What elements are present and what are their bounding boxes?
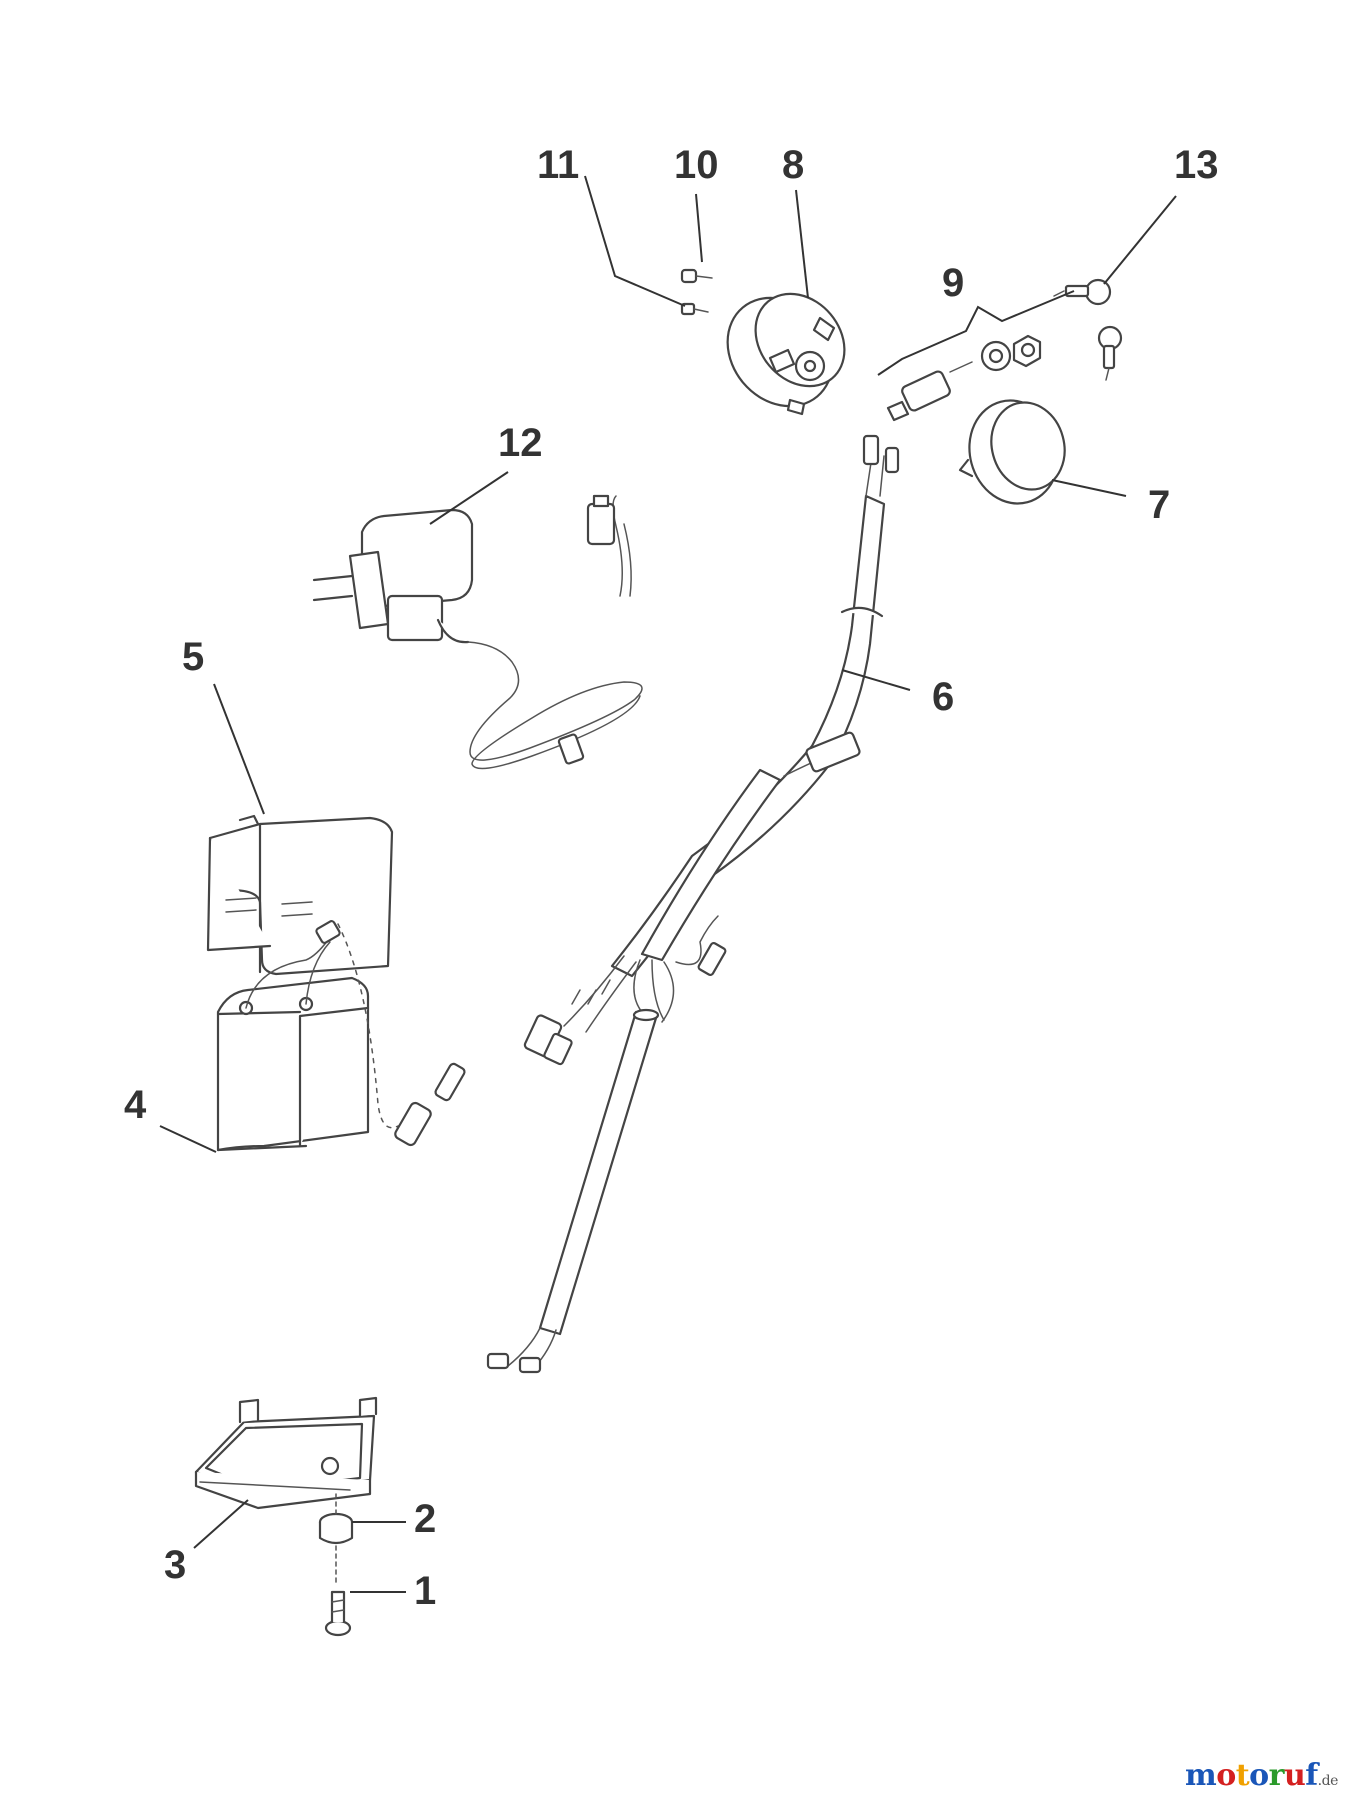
watermark-brand: motoruf bbox=[1185, 1758, 1318, 1793]
label-3: 3 bbox=[164, 1543, 186, 1587]
label-12: 12 bbox=[498, 421, 543, 465]
label-11: 11 bbox=[537, 143, 579, 187]
watermark-letter: u bbox=[1283, 1758, 1306, 1793]
watermark-suffix: .de bbox=[1317, 1773, 1339, 1789]
label-10: 10 bbox=[674, 143, 719, 187]
screw-part-11 bbox=[680, 302, 709, 316]
watermark-logo: motoruf.de bbox=[1185, 1758, 1338, 1793]
label-5: 5 bbox=[182, 635, 204, 679]
charger-part-12 bbox=[312, 494, 643, 770]
label-1: 1 bbox=[414, 1569, 436, 1613]
watermark-letter: r bbox=[1268, 1758, 1285, 1793]
screw-part-10 bbox=[680, 268, 713, 284]
label-6: 6 bbox=[932, 675, 954, 719]
label-2: 2 bbox=[414, 1497, 436, 1541]
switch-housing-part-8 bbox=[726, 292, 846, 416]
battery-tray-part-3 bbox=[194, 1396, 378, 1510]
battery-part-4 bbox=[216, 920, 466, 1152]
label-7: 7 bbox=[1148, 483, 1170, 527]
cap-part-7 bbox=[958, 399, 1066, 505]
spacer-part-2 bbox=[318, 1512, 354, 1545]
watermark-letter: o bbox=[1216, 1758, 1236, 1793]
wiring-harness-part-6 bbox=[486, 434, 900, 1374]
watermark-letter: m bbox=[1185, 1758, 1217, 1793]
watermark-letter: f bbox=[1305, 1758, 1318, 1793]
label-4: 4 bbox=[124, 1083, 147, 1127]
watermark-letter: o bbox=[1249, 1758, 1269, 1793]
battery-cover-part-5 bbox=[206, 814, 394, 976]
keys-part-13 bbox=[1053, 278, 1123, 381]
label-13: 13 bbox=[1174, 143, 1219, 187]
label-8: 8 bbox=[782, 143, 804, 187]
screw-part-1 bbox=[324, 1590, 352, 1637]
key-switch-part-9 bbox=[886, 334, 1042, 422]
watermark-letter: t bbox=[1235, 1758, 1250, 1793]
leader-lines bbox=[159, 175, 1177, 1593]
label-9: 9 bbox=[942, 261, 964, 305]
